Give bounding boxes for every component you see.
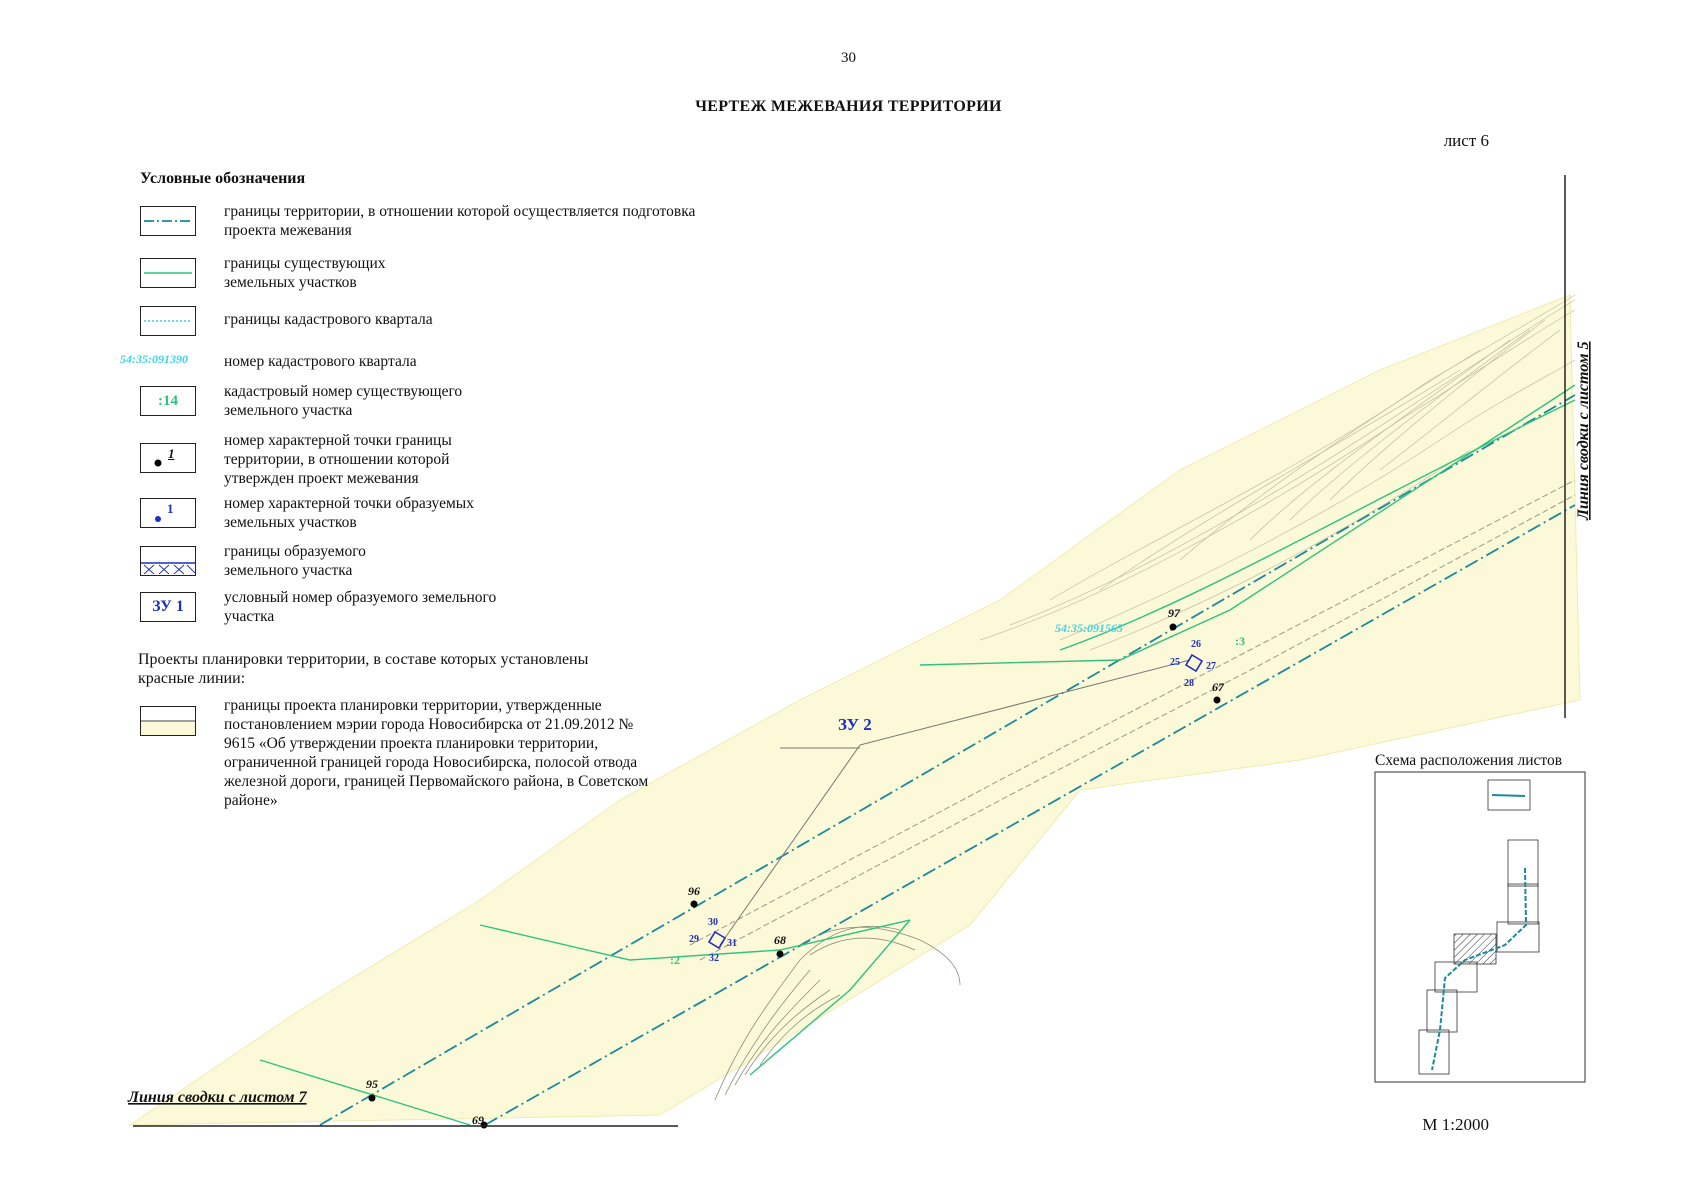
plans-title: Проекты планировки территории, в составе…	[138, 651, 589, 687]
legend-text: номер характерной точки образуемых земел…	[224, 495, 474, 531]
point-label-68: 68	[774, 933, 786, 947]
point-number-sample: 1	[168, 446, 175, 461]
point-label-97: 97	[1168, 606, 1181, 620]
terrain-contours-upper	[979, 294, 1576, 651]
parcel-point-31: 31	[727, 938, 737, 949]
parcel-point-27: 27	[1206, 661, 1216, 672]
zu-label: ЗУ 2	[838, 715, 872, 734]
page-title: ЧЕРТЕЖ МЕЖЕВАНИЯ ТЕРРИТОРИИ	[695, 98, 1002, 115]
quarter-label: 54:35:091565	[1055, 621, 1123, 635]
territory-boundary-lines	[319, 394, 1576, 1126]
track-lines	[689, 479, 1576, 961]
sheet-label: лист 6	[1443, 131, 1489, 150]
leader-lines	[719, 659, 1191, 946]
legend-text: границы территории, в отношении которой …	[224, 203, 696, 239]
legend-text: номер кадастрового квартала	[224, 353, 417, 370]
legend-text: границы проекта планировки территории, у…	[224, 697, 649, 809]
legend-text: границы существующих земельных участков	[224, 255, 386, 291]
planning-territory-fill	[128, 294, 1581, 1126]
scheme-title: Схема расположения листов	[1375, 752, 1563, 769]
zu-number-swatch: ЗУ 1	[140, 592, 196, 622]
blue-point-swatch: 1	[140, 498, 196, 528]
terrain-contours-lower	[714, 925, 961, 1101]
parcel-number-swatch: :14	[140, 386, 196, 416]
parcel-boundaries	[259, 384, 1576, 1126]
planning-territory-swatch	[140, 706, 196, 736]
dash-dot-line-swatch	[140, 206, 196, 236]
parcel-point-28: 28	[1184, 678, 1194, 689]
legend-text: кадастровый номер существующего земельно…	[224, 383, 463, 419]
scale-label: М 1:2000	[1422, 1115, 1489, 1134]
new-parcel-markers	[707, 653, 1204, 950]
sheet-layout-scheme	[1374, 771, 1586, 1083]
point-label-69: 69	[472, 1113, 484, 1127]
parcel-label-2: :2	[670, 953, 680, 967]
black-point-swatch: 1	[140, 443, 196, 473]
parcel-point-30: 30	[708, 917, 718, 928]
cyan-dotted-line-swatch	[140, 306, 196, 336]
point-label-67: 67	[1212, 680, 1225, 694]
parcel-point-32: 32	[709, 953, 719, 964]
quarter-number-sample: 54:35:091390	[120, 352, 188, 366]
legend-text: номер характерной точки границы территор…	[224, 432, 452, 487]
point-label-96: 96	[688, 884, 700, 898]
parcel-point-29: 29	[689, 934, 699, 945]
green-line-swatch	[140, 258, 196, 288]
point-number-sample: 1	[167, 501, 174, 516]
legend-text: границы образуемого земельного участка	[224, 543, 366, 579]
parcel-point-26: 26	[1191, 639, 1201, 650]
junction-label-right: Линия сводки с листом 5	[1575, 341, 1592, 521]
legend-text: границы кадастрового квартала	[224, 311, 433, 328]
legend-title: Условные обозначения	[140, 170, 306, 187]
page-number: 30	[841, 50, 856, 66]
parcel-label-3: :3	[1235, 634, 1245, 648]
point-label-95: 95	[366, 1077, 378, 1091]
parcel-point-25: 25	[1170, 657, 1180, 668]
legend-text: условный номер образуемого земельного уч…	[224, 589, 497, 625]
hatched-swatch	[140, 546, 196, 576]
junction-label-left: Линия сводки с листом 7	[127, 1089, 308, 1106]
